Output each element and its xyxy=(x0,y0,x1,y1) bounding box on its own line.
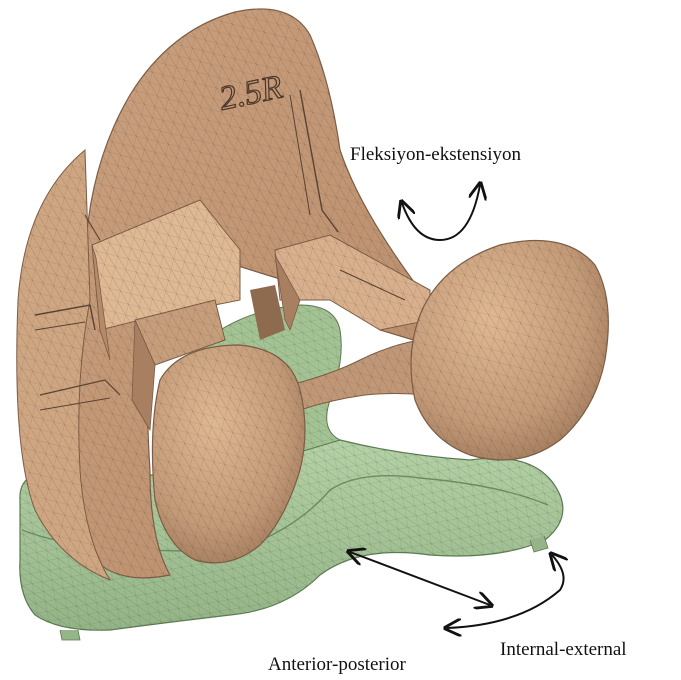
flexion-extension-arrow xyxy=(402,185,480,240)
label-internal-external: Internal-external xyxy=(500,639,627,660)
anterior-posterior-arrow xyxy=(350,552,490,605)
internal-external-arrow xyxy=(447,555,564,628)
label-anterior-posterior: Anterior-posterior xyxy=(268,654,407,675)
label-flexion-extension: Fleksiyon-ekstensiyon xyxy=(350,144,521,165)
